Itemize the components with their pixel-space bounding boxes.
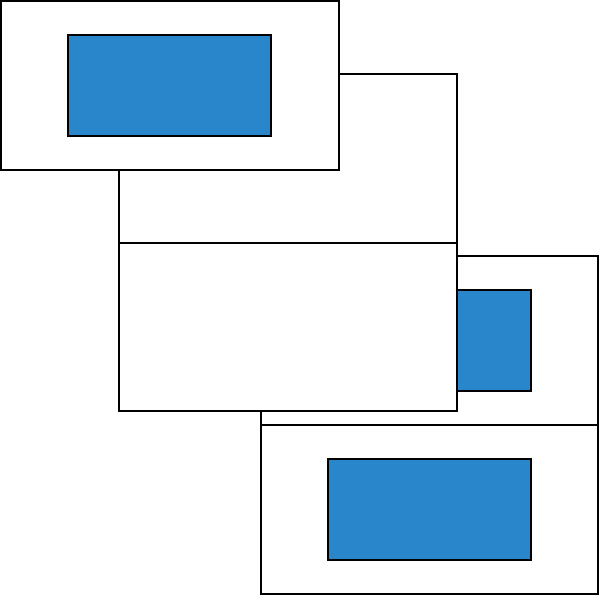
- panel-4: [118, 242, 458, 412]
- panel-5: [260, 424, 599, 595]
- panel-1: [0, 0, 340, 171]
- panel-5-block: [327, 458, 532, 561]
- panel-4-frame: [118, 242, 458, 412]
- panel-1-block: [67, 34, 272, 137]
